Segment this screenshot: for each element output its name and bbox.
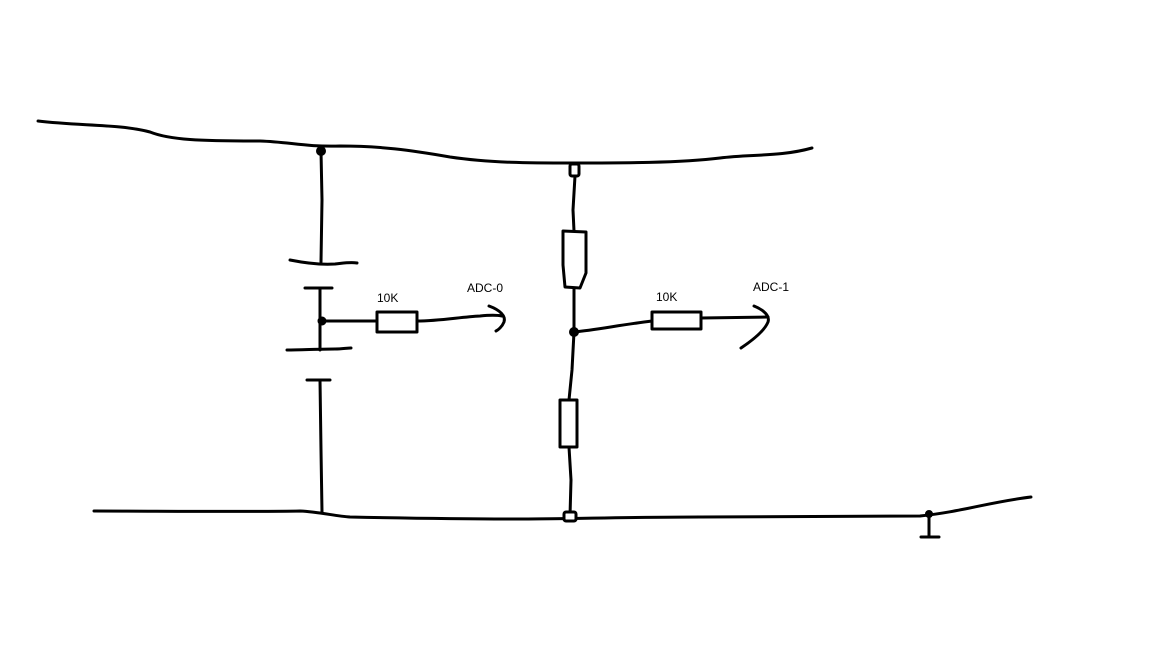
resistor-10k-left (375, 310, 419, 334)
top-left-node (316, 146, 326, 156)
divider-mid-lead-lower (567, 330, 576, 402)
resistor-10k-right (650, 310, 703, 331)
adc1-tap: 10K ADC-1 (572, 280, 789, 350)
adc0-wire-right (415, 313, 504, 323)
resistor-10k-left-label: 10K (377, 291, 398, 305)
battery-top-lead (319, 149, 324, 264)
top-rail (36, 119, 814, 165)
adc1-label: ADC-1 (753, 280, 789, 294)
top-mid-node (568, 162, 581, 178)
adc0-label: ADC-0 (467, 281, 503, 295)
ground-symbol (919, 510, 941, 539)
divider-bottom-lead (567, 445, 573, 518)
adc1-wire-right (699, 315, 770, 320)
resistor-divider-bottom (558, 398, 579, 449)
ground-node (925, 510, 933, 518)
adc1-wire-left (572, 319, 654, 334)
battery-bottom-lead (318, 378, 324, 514)
bottom-mid-node (562, 510, 578, 523)
divider-top-lead (571, 174, 577, 233)
adc1-output-arrow (739, 304, 770, 350)
cell-1-plate (288, 258, 359, 266)
adc0-output-arrow (487, 304, 506, 333)
resistor-divider-top (561, 229, 588, 290)
battery-stack (285, 146, 359, 514)
bottom-rail (92, 495, 1033, 521)
voltage-divider (558, 162, 588, 523)
adc0-tap: 10K ADC-0 (320, 281, 506, 334)
cell-2-plate (285, 346, 353, 352)
resistor-10k-right-label: 10K (656, 290, 677, 304)
